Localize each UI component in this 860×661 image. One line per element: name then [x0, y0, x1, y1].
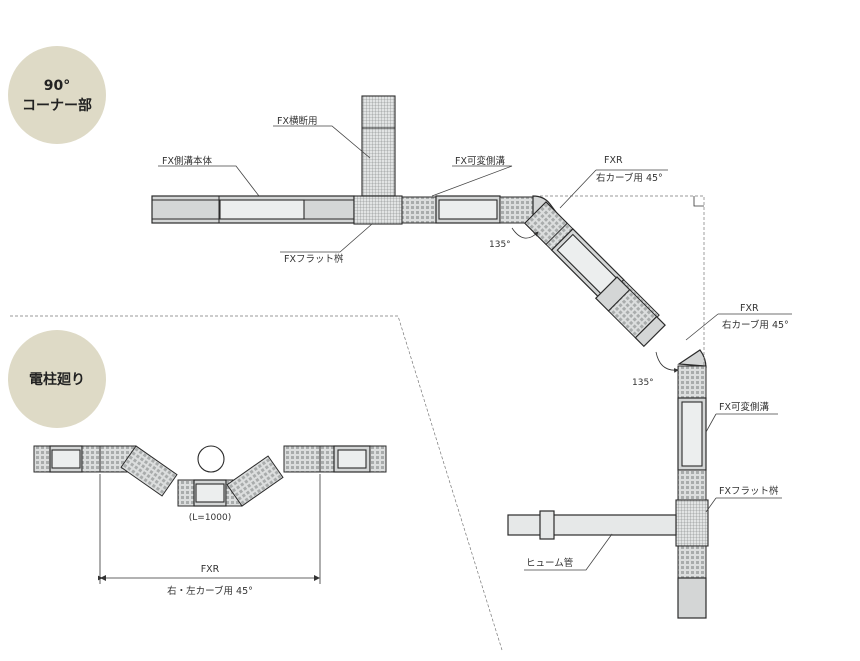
fx-channel-bottom — [677, 577, 707, 619]
label-right-curve-top: 右カーブ用 45° — [596, 172, 663, 184]
hume-pipe — [507, 510, 677, 540]
label-body: FX側溝本体 — [162, 155, 212, 167]
leader-variable-top — [431, 165, 513, 197]
label-hume: ヒューム管 — [526, 557, 573, 569]
corner-badge: 90° コーナー部 — [8, 46, 106, 144]
section-divider-line — [10, 315, 503, 651]
leader-fxr-top — [559, 169, 668, 209]
angle-arc-b — [655, 351, 679, 373]
label-angle-a: 135° — [489, 240, 511, 250]
label-fxr-mid: FXR — [740, 303, 759, 314]
pole-badge-circle — [8, 330, 106, 428]
label-angle-b: 135° — [632, 378, 654, 388]
leader-fxr-mid — [685, 313, 792, 341]
fxr-curve-joint-b — [677, 349, 707, 369]
horizontal-channel-run — [151, 195, 557, 227]
label-variable-right: FX可変側溝 — [719, 401, 769, 413]
leader-flat-right — [705, 497, 782, 513]
leader-hume — [524, 533, 613, 571]
hume-pipe-collar — [539, 510, 555, 540]
label-both-curve: 右・左カーブ用 45° — [167, 585, 253, 597]
right-angle-mark — [693, 196, 704, 207]
pole-badge-text: 電柱廻り — [29, 371, 85, 388]
label-length: (L=1000) — [189, 513, 231, 523]
angle-arc-a — [511, 227, 539, 239]
fx-channel-body-cover — [219, 199, 305, 220]
leader-cross — [273, 125, 371, 159]
leader-flat-top — [280, 223, 373, 253]
pole-badge: 電柱廻り — [8, 330, 106, 428]
fx-grate-segment — [401, 196, 437, 224]
fx-cross-channel-body — [361, 95, 396, 197]
fx-flat-basin-right — [675, 499, 709, 547]
label-fxr-bottom: FXR — [201, 564, 220, 575]
label-flat-right: FXフラット桝 — [719, 485, 779, 497]
fx-grate-segment-2 — [499, 196, 534, 224]
fx-cross-channel — [361, 95, 396, 197]
label-right-curve-mid: 右カーブ用 45° — [722, 319, 789, 331]
corner-badge-circle — [8, 46, 106, 144]
label-variable-top: FX可変側溝 — [455, 155, 505, 167]
vertical-channel-run — [675, 349, 709, 619]
label-fxr-top: FXR — [604, 155, 623, 166]
leader-variable-right — [705, 413, 778, 433]
fx-grate-segment-3 — [677, 365, 707, 399]
hume-pipe-body — [507, 514, 677, 536]
corner-reference-line — [540, 195, 705, 366]
label-flat-top: FXフラット桝 — [284, 253, 344, 265]
fx-flat-basin-top — [353, 195, 403, 225]
corner-badge-line1: 90° — [44, 78, 70, 94]
pole-bypass-channel — [33, 445, 387, 507]
corner-badge-line2: コーナー部 — [22, 97, 92, 114]
diagonal-channel-run-2 — [594, 276, 666, 348]
utility-pole-circle — [197, 445, 225, 473]
label-cross: FX横断用 — [277, 115, 317, 127]
fx-grate-segment-5 — [677, 545, 707, 579]
fx-grate-segment-4 — [677, 469, 707, 501]
leader-body — [158, 165, 260, 197]
